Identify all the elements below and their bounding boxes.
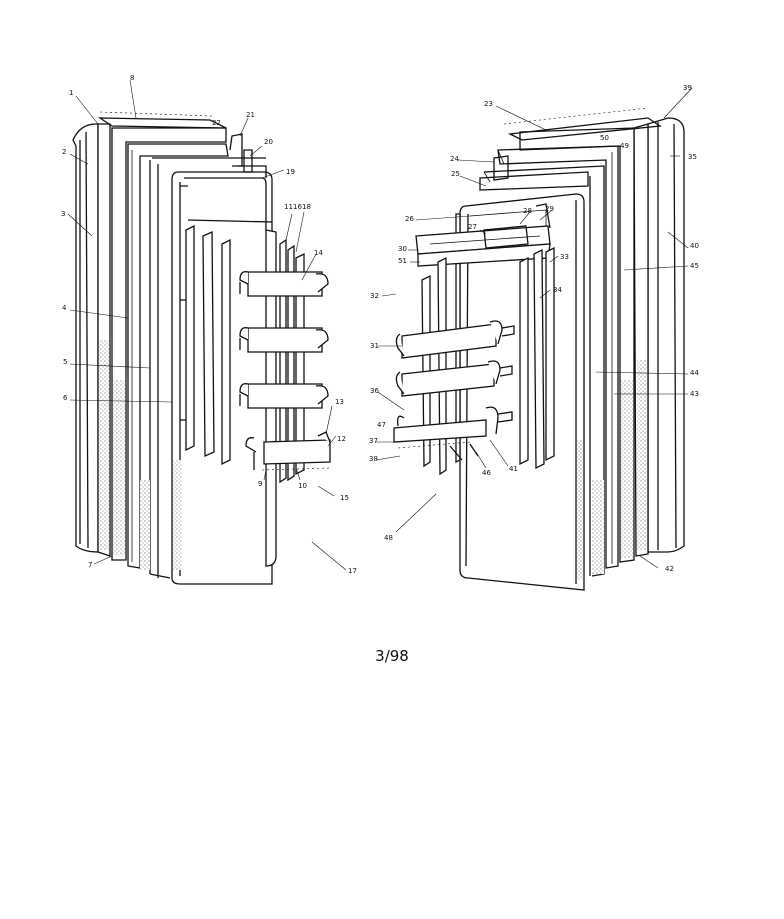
callout-23: 23: [484, 100, 493, 108]
callout-16: 16: [293, 203, 302, 211]
callout-10: 10: [298, 482, 307, 490]
callout-48: 48: [384, 534, 393, 542]
callout-11: 11: [284, 203, 293, 211]
callout-37: 37: [369, 437, 378, 445]
callout-19: 19: [286, 168, 295, 176]
callout-33: 33: [560, 253, 569, 261]
left-callout-leaders: [67, 79, 347, 571]
callout-46: 46: [482, 469, 491, 477]
left-door-shelves: [239, 271, 331, 471]
callout-9: 9: [258, 480, 262, 488]
callout-17: 17: [348, 567, 357, 575]
callout-13: 13: [335, 398, 344, 406]
callout-3: 3: [61, 210, 65, 218]
callout-41: 41: [509, 465, 518, 473]
callout-34: 34: [553, 286, 562, 294]
right-vertical-rails: [421, 246, 555, 476]
left-door-assembly: [67, 79, 347, 585]
callout-36: 36: [370, 387, 379, 395]
right-outer-door-panel: [633, 117, 685, 557]
callout-2: 2: [62, 148, 66, 156]
callout-25: 25: [451, 170, 460, 178]
callout-6: 6: [63, 394, 68, 402]
callout-20: 20: [264, 138, 273, 146]
callout-1: 1: [69, 89, 73, 97]
callout-5: 5: [63, 358, 67, 366]
left-top-channel: [97, 111, 267, 178]
callout-28: 28: [523, 207, 532, 215]
right-door-shelves: [393, 320, 515, 461]
callout-47: 47: [377, 421, 386, 429]
right-door-assembly: [375, 87, 693, 591]
right-gasket-frames: [483, 127, 635, 577]
callout-7: 7: [88, 561, 92, 569]
callout-44: 44: [690, 369, 699, 377]
callout-24: 24: [450, 155, 459, 163]
callout-4: 4: [62, 304, 67, 312]
callout-22: 22: [212, 119, 221, 127]
left-vertical-rails: [279, 238, 305, 484]
left-outer-door-panel: [72, 123, 111, 557]
callout-12: 12: [337, 435, 346, 443]
callout-45: 45: [690, 262, 699, 270]
callout-15: 15: [340, 494, 349, 502]
right-callout-leaders: [375, 87, 693, 569]
callout-40: 40: [690, 242, 699, 250]
callout-39: 39: [683, 84, 692, 92]
callout-26: 26: [405, 215, 414, 223]
callout-31: 31: [370, 342, 379, 350]
right-top-channel: [479, 107, 662, 191]
callout-29: 29: [545, 205, 554, 213]
right-upper-bin: [415, 203, 551, 267]
callout-14: 14: [314, 249, 323, 257]
callout-42: 42: [665, 565, 674, 573]
callout-49: 49: [620, 142, 629, 150]
callout-32: 32: [370, 292, 379, 300]
callout-30: 30: [398, 245, 407, 253]
callout-8: 8: [130, 74, 134, 82]
callout-38: 38: [369, 455, 378, 463]
left-gasket-frames: [111, 127, 266, 579]
callout-21: 21: [246, 111, 255, 119]
callout-18: 18: [302, 203, 311, 211]
callout-50: 50: [600, 134, 609, 142]
callout-51: 51: [398, 257, 407, 265]
callout-27: 27: [468, 223, 477, 231]
callout-35: 35: [688, 153, 697, 161]
callout-43: 43: [690, 390, 699, 398]
left-trim-strips: [185, 224, 231, 466]
page-caption: 3/98: [375, 647, 409, 665]
